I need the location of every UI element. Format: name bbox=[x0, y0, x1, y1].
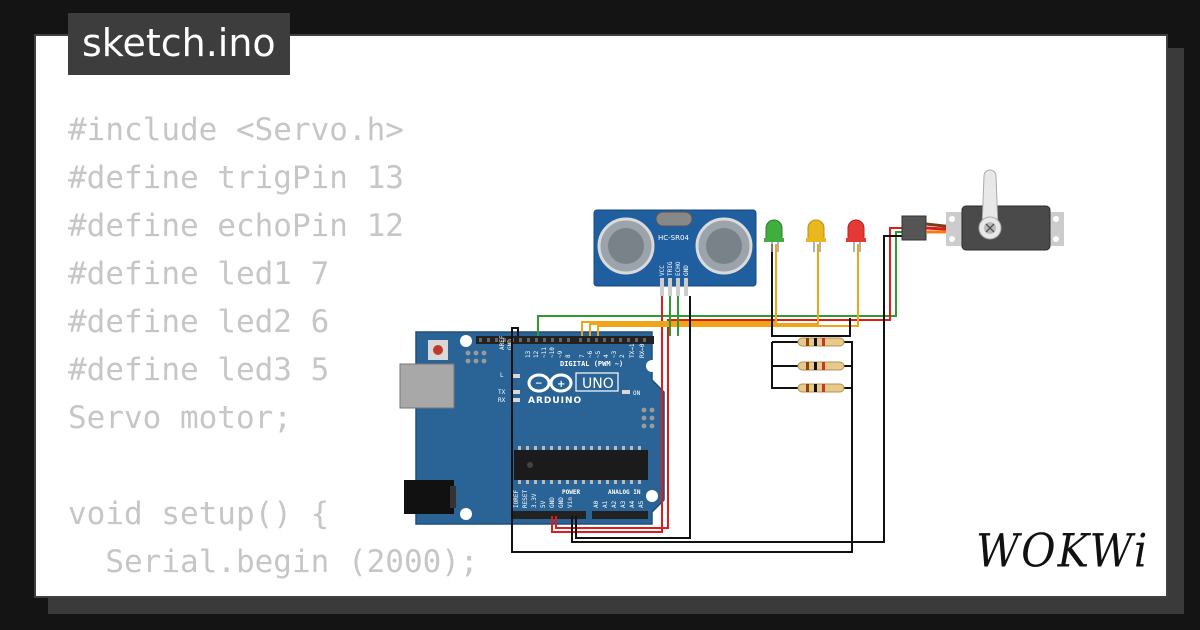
analog-pin-label: A1 bbox=[602, 500, 609, 508]
analog-header bbox=[592, 511, 648, 519]
power-pin-label: Vin bbox=[567, 497, 574, 508]
wire-orange-2 bbox=[589, 244, 819, 336]
wire-red-sensor bbox=[551, 296, 663, 533]
wire-black-servo bbox=[571, 235, 906, 543]
digital-header bbox=[476, 336, 654, 344]
arduino-uno-board[interactable]: L TX RX ON DIGITAL (PWM ~) − + ARDUINO U… bbox=[399, 331, 665, 525]
wire-green bbox=[537, 231, 906, 336]
servo-horn bbox=[981, 169, 999, 229]
power-pin-label: RESET bbox=[522, 490, 529, 508]
digital-pin-label: 2 bbox=[619, 354, 626, 358]
sensor-pin-label: ECHO bbox=[675, 261, 682, 276]
digital-pin-label: ~11 bbox=[541, 347, 548, 358]
file-tab[interactable]: sketch.ino bbox=[68, 13, 290, 75]
analog-pin-label: A2 bbox=[611, 500, 618, 508]
power-pin-label: 3.3V bbox=[531, 493, 538, 508]
led-yellow[interactable] bbox=[806, 219, 826, 252]
power-pin-label: IOREF bbox=[513, 490, 520, 508]
led-green[interactable] bbox=[764, 219, 784, 252]
led-on-label: ON bbox=[633, 390, 641, 397]
resistor bbox=[797, 383, 845, 393]
servo-motor[interactable] bbox=[901, 169, 1064, 251]
wokwi-logo-text: WOKWi bbox=[976, 523, 1150, 578]
svg-text:+: + bbox=[557, 379, 565, 390]
analog-label: ANALOG IN bbox=[608, 489, 641, 496]
sensor-pin-label: TRIG bbox=[667, 261, 674, 276]
power-pin-label: GND bbox=[549, 497, 556, 508]
digital-pin-label: TX→1 bbox=[629, 343, 636, 358]
resistors bbox=[797, 337, 845, 393]
wokwi-logo: WOKWi bbox=[976, 524, 1156, 578]
wire-red-servo bbox=[555, 227, 906, 529]
mount-hole bbox=[646, 490, 658, 502]
power-pin-label: 5V bbox=[540, 500, 547, 508]
digital-pin-label: 8 bbox=[565, 354, 572, 358]
power-label: POWER bbox=[562, 489, 580, 496]
digital-pin-label: ~3 bbox=[611, 350, 618, 358]
digital-pin-label: RX←0 bbox=[639, 343, 646, 358]
sensor-pin-label: GND bbox=[683, 265, 690, 276]
code-line: Servo motor; bbox=[68, 400, 292, 436]
resistor bbox=[797, 337, 845, 347]
wires bbox=[511, 227, 906, 553]
analog-pin-label: A5 bbox=[638, 500, 645, 508]
digital-pin-label: 13 bbox=[525, 350, 532, 358]
digital-pin-label: 7 bbox=[579, 354, 586, 358]
dc-jack bbox=[404, 480, 454, 514]
servo-connector bbox=[901, 215, 927, 241]
mount-hole bbox=[646, 360, 658, 372]
led-rx-label: RX bbox=[498, 397, 506, 404]
code-line: #define led1 7 bbox=[68, 256, 330, 292]
sensor-label: HC-SR04 bbox=[658, 234, 689, 242]
svg-text:−: − bbox=[535, 379, 543, 389]
code-line: #define trigPin 13 bbox=[68, 160, 404, 196]
digital-header-label: DIGITAL (PWM ~) bbox=[560, 360, 623, 368]
gnd-label: GND bbox=[507, 339, 514, 350]
code-line: pinMode(trigPin, OUTPUT); bbox=[68, 586, 572, 596]
wire-orange-3 bbox=[597, 244, 859, 336]
led-tx-label: TX bbox=[498, 389, 506, 396]
code-preview: #include <Servo.h> #define trigPin 13 #def… bbox=[68, 106, 572, 596]
arduino-model: UNO bbox=[582, 376, 614, 392]
code-line: Serial.begin (2000); bbox=[68, 544, 479, 580]
mount-hole bbox=[460, 335, 472, 347]
code-line: #define led2 6 bbox=[68, 304, 330, 340]
analog-pin-label: A3 bbox=[620, 500, 627, 508]
digital-pin-label: 12 bbox=[533, 350, 540, 358]
digital-pin-label: ~10 bbox=[549, 347, 556, 358]
arduino-logo-text: ARDUINO bbox=[528, 396, 582, 406]
digital-pin-label: ~9 bbox=[557, 350, 564, 358]
code-line: #define led3 5 bbox=[68, 352, 330, 388]
atmega-chip bbox=[514, 450, 648, 480]
power-pin-label: GND bbox=[558, 497, 565, 508]
digital-pin-label: 4 bbox=[603, 354, 610, 358]
aref-label: AREF bbox=[499, 335, 506, 350]
wire-black-sensor bbox=[575, 296, 691, 539]
arduino-logo-icon bbox=[527, 373, 573, 393]
led-l-label: L bbox=[500, 372, 504, 379]
power-header bbox=[512, 511, 586, 519]
mount-hole bbox=[460, 508, 472, 520]
digital-pin-label: ~5 bbox=[595, 350, 602, 358]
sensor-pin-label: VCC bbox=[659, 265, 666, 276]
analog-pin-label: A0 bbox=[593, 500, 600, 508]
code-line: void setup() { bbox=[68, 496, 330, 532]
resistor bbox=[797, 361, 845, 371]
code-line: #define echoPin 12 bbox=[68, 208, 404, 244]
digital-pin-label: ~6 bbox=[587, 350, 594, 358]
analog-pin-label: A4 bbox=[629, 500, 636, 508]
led-red[interactable] bbox=[846, 219, 866, 252]
code-line: #include <Servo.h> bbox=[68, 112, 404, 148]
usb-port bbox=[399, 363, 455, 409]
